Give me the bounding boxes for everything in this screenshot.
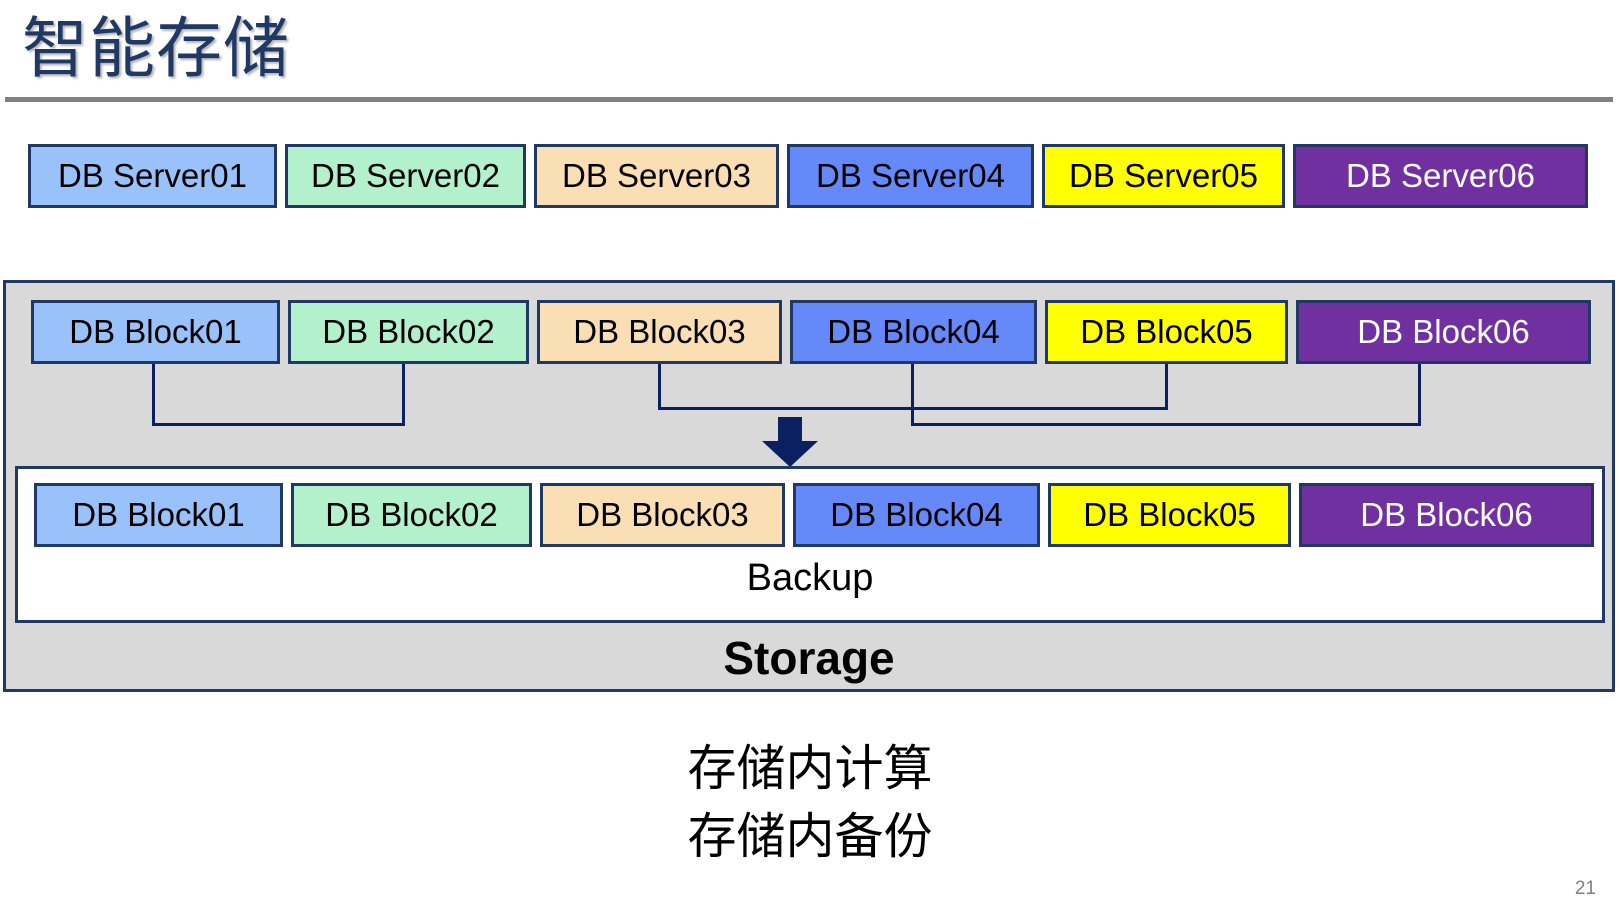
storage-panel: DB Block01 DB Block02 DB Block03 DB Block04… [3, 280, 1615, 692]
db-block-backup-box-1[interactable]: DB Block01 [34, 483, 283, 547]
title-divider [5, 97, 1613, 102]
db-block-backup-box-4[interactable]: DB Block04 [793, 483, 1040, 547]
caption-line-2: 存储内备份 [687, 810, 933, 864]
page-title: 智能存储 [22, 11, 290, 85]
db-block-top-box-label: DB Block06 [1357, 313, 1530, 350]
db-server-box-label: DB Server04 [816, 157, 1005, 194]
db-server-box-2[interactable]: DB Server02 [285, 144, 526, 208]
backup-panel: DB Block01 DB Block02 DB Block03 DB Block04… [15, 466, 1605, 623]
page-number: 21 [1574, 878, 1596, 899]
db-block-top-box-label: DB Block01 [69, 313, 242, 350]
db-block-top-box-label: DB Block04 [827, 313, 1000, 350]
db-server-box-4[interactable]: DB Server04 [787, 144, 1034, 208]
db-block-backup-box-2[interactable]: DB Block02 [291, 483, 532, 547]
bracket-block04-block06 [911, 364, 1421, 426]
db-server-box-label: DB Server02 [311, 157, 500, 194]
db-block-backup-box-label: DB Block04 [830, 496, 1003, 533]
db-block-backup-box-label: DB Block06 [1360, 496, 1533, 533]
db-block-backup-box-label: DB Block05 [1083, 496, 1256, 533]
storage-label: Storage [723, 632, 895, 684]
db-block-top-box-4[interactable]: DB Block04 [790, 300, 1037, 364]
bracket-block01-block02 [152, 364, 405, 426]
down-arrow-icon [762, 417, 818, 467]
db-block-backup-box-3[interactable]: DB Block03 [540, 483, 785, 547]
db-block-backup-box-5[interactable]: DB Block05 [1048, 483, 1291, 547]
db-block-top-box-5[interactable]: DB Block05 [1045, 300, 1288, 364]
db-server-box-1[interactable]: DB Server01 [28, 144, 277, 208]
db-block-top-box-3[interactable]: DB Block03 [537, 300, 782, 364]
db-block-top-box-label: DB Block05 [1080, 313, 1253, 350]
db-block-top-box-label: DB Block03 [573, 313, 746, 350]
db-block-backup-box-label: DB Block02 [325, 496, 498, 533]
db-block-top-box-label: DB Block02 [322, 313, 495, 350]
db-server-box-label: DB Server01 [58, 157, 247, 194]
db-block-backup-box-label: DB Block03 [576, 496, 749, 533]
db-server-box-5[interactable]: DB Server05 [1042, 144, 1285, 208]
db-server-box-label: DB Server05 [1069, 157, 1258, 194]
bottom-caption: 存储内计算 存储内备份 [0, 735, 1620, 871]
db-server-box-label: DB Server06 [1346, 157, 1535, 194]
db-server-box-6[interactable]: DB Server06 [1293, 144, 1588, 208]
caption-line-1: 存储内计算 [687, 742, 933, 796]
db-server-box-3[interactable]: DB Server03 [534, 144, 779, 208]
db-block-top-box-2[interactable]: DB Block02 [288, 300, 529, 364]
db-block-top-box-6[interactable]: DB Block06 [1296, 300, 1591, 364]
db-block-top-box-1[interactable]: DB Block01 [31, 300, 280, 364]
db-block-backup-box-6[interactable]: DB Block06 [1299, 483, 1594, 547]
db-block-backup-box-label: DB Block01 [72, 496, 245, 533]
backup-label: Backup [746, 557, 874, 599]
db-server-box-label: DB Server03 [562, 157, 751, 194]
